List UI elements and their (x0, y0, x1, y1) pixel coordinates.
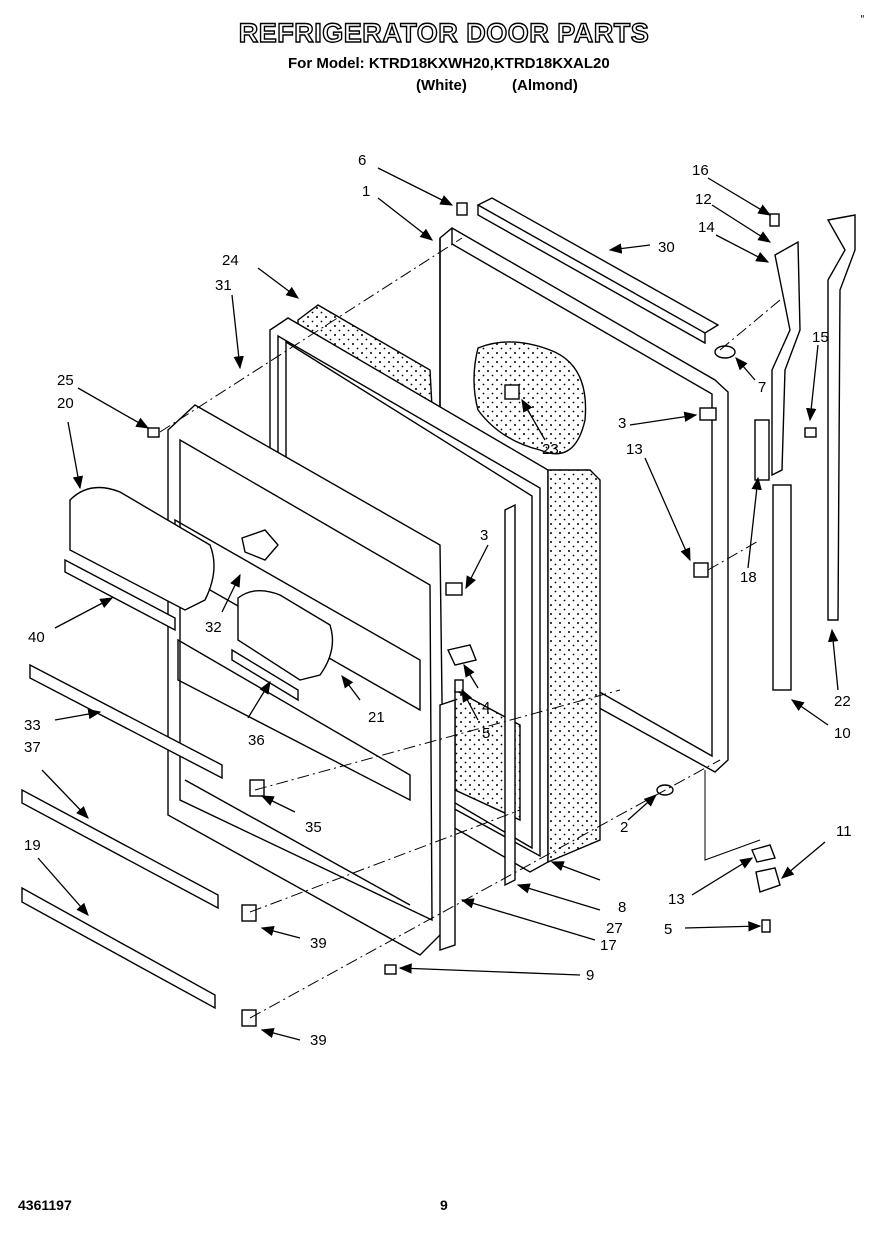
screws (147, 202, 817, 975)
variant-almond: (Almond) (512, 77, 578, 94)
callout-10: 10 (834, 725, 851, 742)
callout-5: 5 (664, 921, 672, 938)
callout-32: 32 (205, 619, 222, 636)
callout-11: 11 (836, 823, 852, 840)
callout-27: 27 (606, 920, 623, 937)
end-cap-39a (241, 904, 257, 922)
cam-7 (714, 345, 736, 359)
callout-8: 8 (618, 899, 626, 916)
shelf-bar-35 (29, 663, 223, 780)
callout-40: 40 (28, 629, 45, 646)
callout-6: 6 (358, 152, 366, 169)
callout-2: 2 (620, 819, 628, 836)
callout-37: 37 (24, 739, 41, 756)
callout-12: 12 (695, 191, 712, 208)
callout-4: 4 (482, 699, 490, 716)
hinge-plate-13 (751, 844, 776, 863)
hinge-arm (771, 240, 801, 477)
callout-16: 16 (692, 162, 709, 179)
callout-33: 33 (24, 717, 41, 734)
bracket-15 (693, 562, 709, 578)
callout-1: 1 (362, 183, 370, 200)
callout-21: 21 (368, 709, 385, 726)
callout-23: 23 (542, 441, 559, 458)
shelf-bar-21 (21, 886, 216, 1010)
hinge-trim-20 (826, 214, 856, 621)
callout-24: 24 (222, 252, 239, 269)
callout-35: 35 (305, 819, 322, 836)
callout-7: 7 (758, 379, 766, 396)
callout-18: 18 (740, 569, 757, 586)
callout-13: 13 (668, 891, 685, 908)
callout-15: 15 (812, 329, 829, 346)
door-liner (167, 404, 446, 956)
page-number: 9 (440, 1197, 448, 1213)
callout-39: 39 (310, 935, 327, 952)
hinge-plate-4 (446, 644, 477, 666)
page-title: REFRIGERATOR DOOR PARTS (238, 17, 650, 48)
callout-31: 31 (215, 277, 232, 294)
document-number: 4361197 (18, 1197, 72, 1213)
model-subtitle: For Model: KTRD18KXWH20,KTRD18KXAL20 (288, 55, 610, 72)
callout-36: 36 (248, 732, 265, 749)
callout-20: 20 (57, 395, 74, 412)
callout-5: 5 (482, 725, 490, 742)
top-trim-strip (476, 197, 720, 345)
shelf-bar-38 (21, 788, 219, 910)
corner-mark: " (860, 14, 865, 25)
hinge-block-3-right (699, 407, 717, 421)
foam-cutout (473, 341, 587, 455)
hinge-bracket-11 (755, 867, 781, 893)
variant-white: (White) (416, 77, 467, 94)
callout-19: 19 (24, 837, 41, 854)
callout-17: 17 (600, 937, 617, 954)
callout-22: 22 (834, 693, 851, 710)
callout-9: 9 (586, 967, 594, 984)
hinge-trim-10 (772, 484, 792, 691)
callout-39: 39 (310, 1032, 327, 1049)
door-bin-upper (64, 486, 215, 632)
end-cap-39b (241, 1009, 257, 1027)
callout-14: 14 (698, 219, 715, 236)
callout-25: 25 (57, 372, 74, 389)
callout-13: 13 (626, 441, 643, 458)
callout-30: 30 (658, 239, 675, 256)
handle-trim (439, 699, 456, 951)
side-insulation (547, 469, 601, 864)
hinge-block-3-left (445, 582, 463, 596)
callout-3: 3 (618, 415, 626, 432)
shelf-bracket (241, 529, 279, 561)
spacer-18 (754, 419, 770, 481)
callout-3: 3 (480, 527, 488, 544)
door-bin-middle (231, 590, 334, 702)
